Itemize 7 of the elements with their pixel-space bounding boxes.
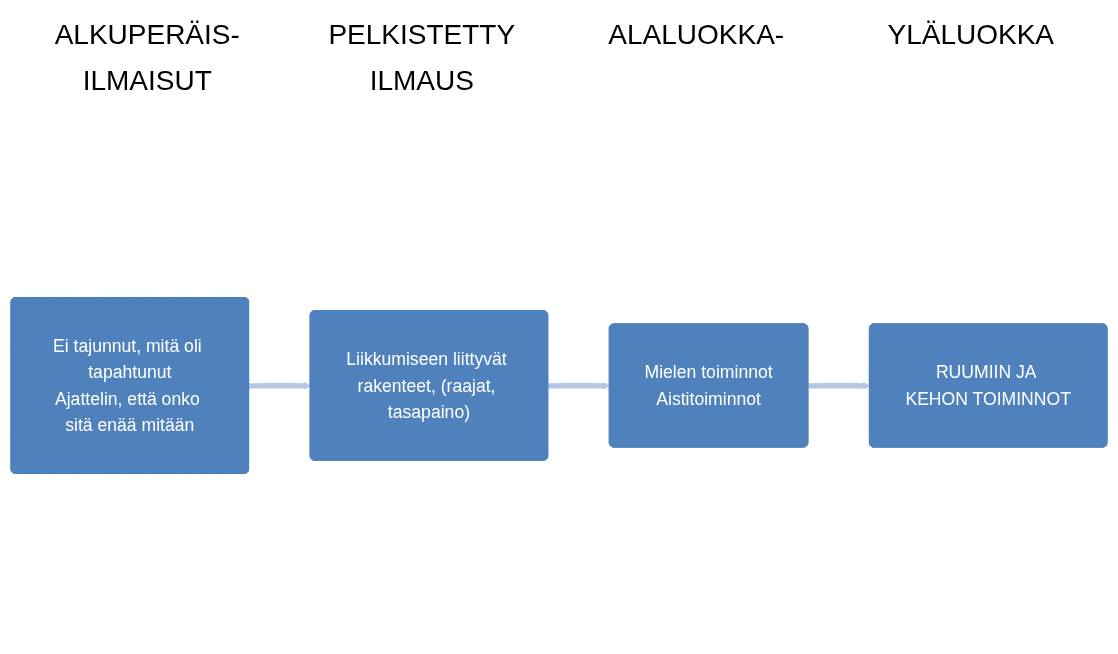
column-heading: ALKUPERÄIS- ILMAISUT xyxy=(53,18,241,98)
arrow xyxy=(548,381,611,390)
column-heading: YLÄLUOKKA xyxy=(886,18,1055,52)
arrow xyxy=(808,381,871,390)
arrow xyxy=(249,381,311,390)
column-heading: PELKISTETTY ILMAUS xyxy=(327,18,517,98)
column-heading: ALALUOKKA- xyxy=(607,18,786,52)
